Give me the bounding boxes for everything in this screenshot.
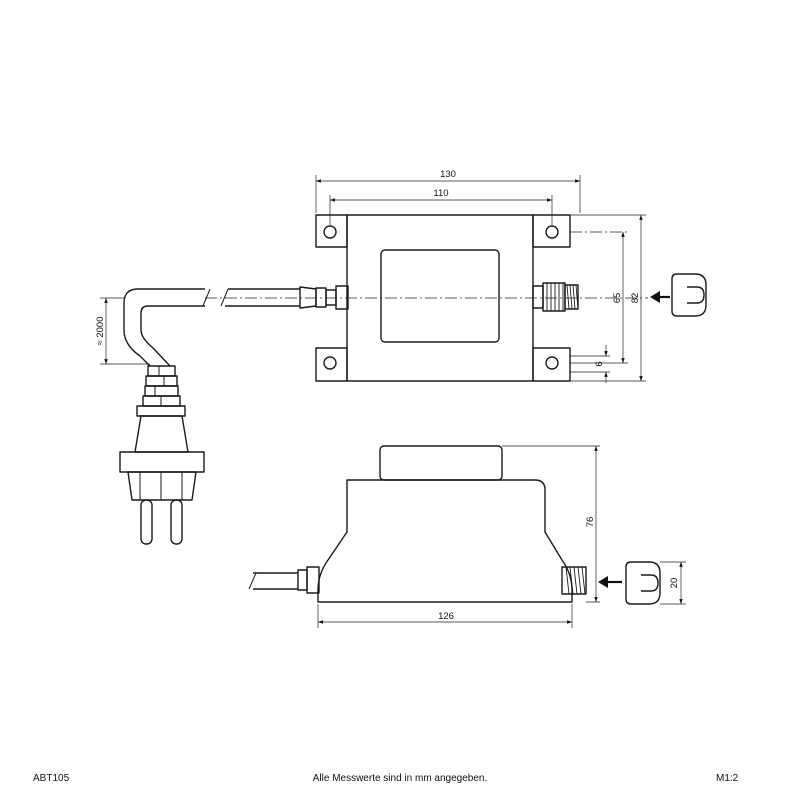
mounting-tab-top-right xyxy=(532,214,571,248)
insert-direction-arrow-icon xyxy=(598,576,622,588)
housing-body xyxy=(317,479,573,603)
side-view xyxy=(248,445,587,603)
scale-label: M1:2 xyxy=(716,773,739,784)
schuko-plug xyxy=(119,415,205,545)
housing-cap xyxy=(379,445,503,481)
mounting-hole-icon xyxy=(323,225,337,239)
side-cable-gland xyxy=(248,566,320,594)
mounting-hole-icon xyxy=(545,356,559,370)
dim-label-2000: ≈ 2000 xyxy=(95,317,106,346)
dim-label-126: 126 xyxy=(438,611,454,622)
mounting-hole-icon xyxy=(545,225,559,239)
dim-label-65: 65 xyxy=(612,293,623,304)
dim-label-130: 130 xyxy=(440,169,456,180)
power-cable xyxy=(123,288,300,367)
top-view xyxy=(119,214,579,545)
dim-label-110: 110 xyxy=(433,188,448,199)
input-cable-gland xyxy=(299,285,349,310)
dim-label-76: 76 xyxy=(585,517,596,528)
mounting-tab-bottom-right xyxy=(532,347,571,382)
mounting-hole-icon xyxy=(323,356,337,370)
dim-label-20: 20 xyxy=(669,578,680,589)
connector-cap-top xyxy=(671,273,707,317)
dim-label-6: 6 xyxy=(594,361,605,366)
output-connector xyxy=(532,282,579,312)
measurement-note: Alle Messwerte sind in mm angegeben. xyxy=(312,773,488,784)
plug-strain-relief xyxy=(136,365,186,417)
article-number: ABT105 xyxy=(33,773,70,784)
mounting-tab-top-left xyxy=(315,214,348,248)
connector-cap-side xyxy=(625,561,661,605)
side-output-connector xyxy=(561,566,587,595)
mounting-tab-bottom-left xyxy=(315,347,348,382)
dim-label-82: 82 xyxy=(630,293,641,304)
insert-direction-arrow-icon xyxy=(650,291,670,303)
label-plate xyxy=(380,249,500,343)
